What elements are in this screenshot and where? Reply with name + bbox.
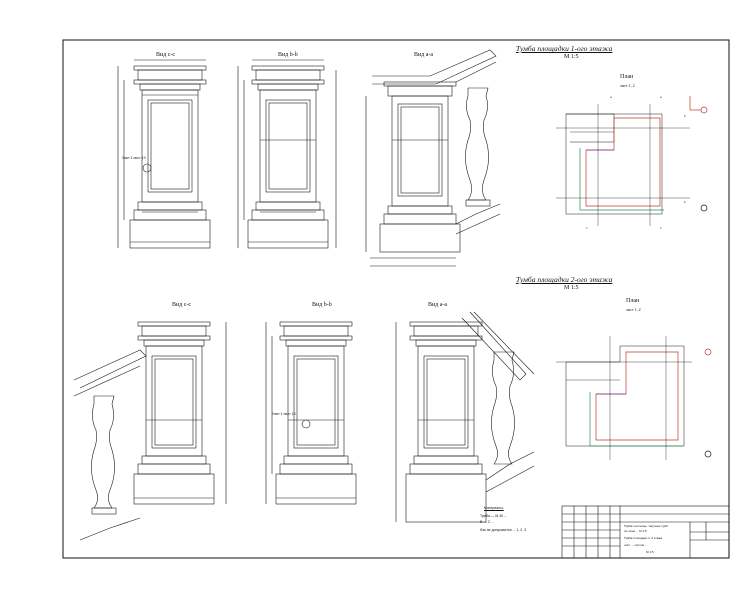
section2-plan-sub: лист 1, 2 <box>626 307 641 312</box>
notes-line-2: В — С ... <box>480 520 495 524</box>
plan-top-axis-c1: c <box>586 226 588 230</box>
title-block-line-5: М 1:5 <box>646 550 654 554</box>
plan-top <box>556 96 708 226</box>
notes-heading: Материалы: <box>484 506 504 510</box>
section2-view-c: Вид с-с <box>172 302 192 308</box>
pedestal-bottom-view-b <box>265 321 357 505</box>
title-block-grid <box>561 505 730 559</box>
notes-line-3: Лак не допускается ... 1, 2, 3 <box>480 528 527 532</box>
pedestal-top-view-b <box>237 59 337 249</box>
pedestal-bottom-view-c <box>73 321 227 541</box>
pedestal-bottom-view-a <box>395 311 535 523</box>
section1-scale: М 1:5 <box>564 54 579 60</box>
plan-top-axis-a1: a <box>610 95 612 99</box>
pedestal-top-view-a <box>365 49 501 267</box>
section2-plan-label: План <box>626 298 640 304</box>
title-block-line-3: Тумба площадки 1, 2 этажа <box>624 536 663 540</box>
section2-view-a: Вид а-а <box>428 302 448 308</box>
plan-top-axis-a2: a <box>660 95 662 99</box>
plan-bottom <box>556 336 712 460</box>
pedestal-top-view-c <box>117 59 211 249</box>
plan-top-axis-b2: b <box>684 200 686 204</box>
section2-view-b: Вид b-b <box>312 302 332 308</box>
section1-plan-sub: лист 1, 2 <box>620 83 635 88</box>
node-callout-top: Узел 1 лист 13 <box>122 156 146 160</box>
node-callout-bottom: Узел 1 лист 13 <box>272 412 296 416</box>
section1-view-c: Вид с-с <box>156 52 176 58</box>
plan-top-axis-b1: b <box>684 114 686 118</box>
plan-top-axis-c2: c <box>660 226 662 230</box>
title-block-line-4: лист ... листов ... <box>624 543 648 547</box>
section1-title: Тумба площадки 1-ого этажа <box>516 44 613 53</box>
section1-view-b: Вид b-b <box>278 52 298 58</box>
section1-plan-label: План <box>620 74 634 80</box>
notes-line-1: Тумба — М 40 ... <box>480 514 508 518</box>
section2-title: Тумба площадки 2-ого этажа <box>516 275 613 284</box>
section1-view-a: Вид а-а <box>414 52 434 58</box>
title-block-line-1: Тумба лестницы. Чертежи тумб <box>624 524 668 528</box>
sheet-frame <box>62 39 730 559</box>
section2-scale: М 1:5 <box>564 285 579 291</box>
title-block-line-2: по осям ... М 1:5 <box>624 529 647 533</box>
